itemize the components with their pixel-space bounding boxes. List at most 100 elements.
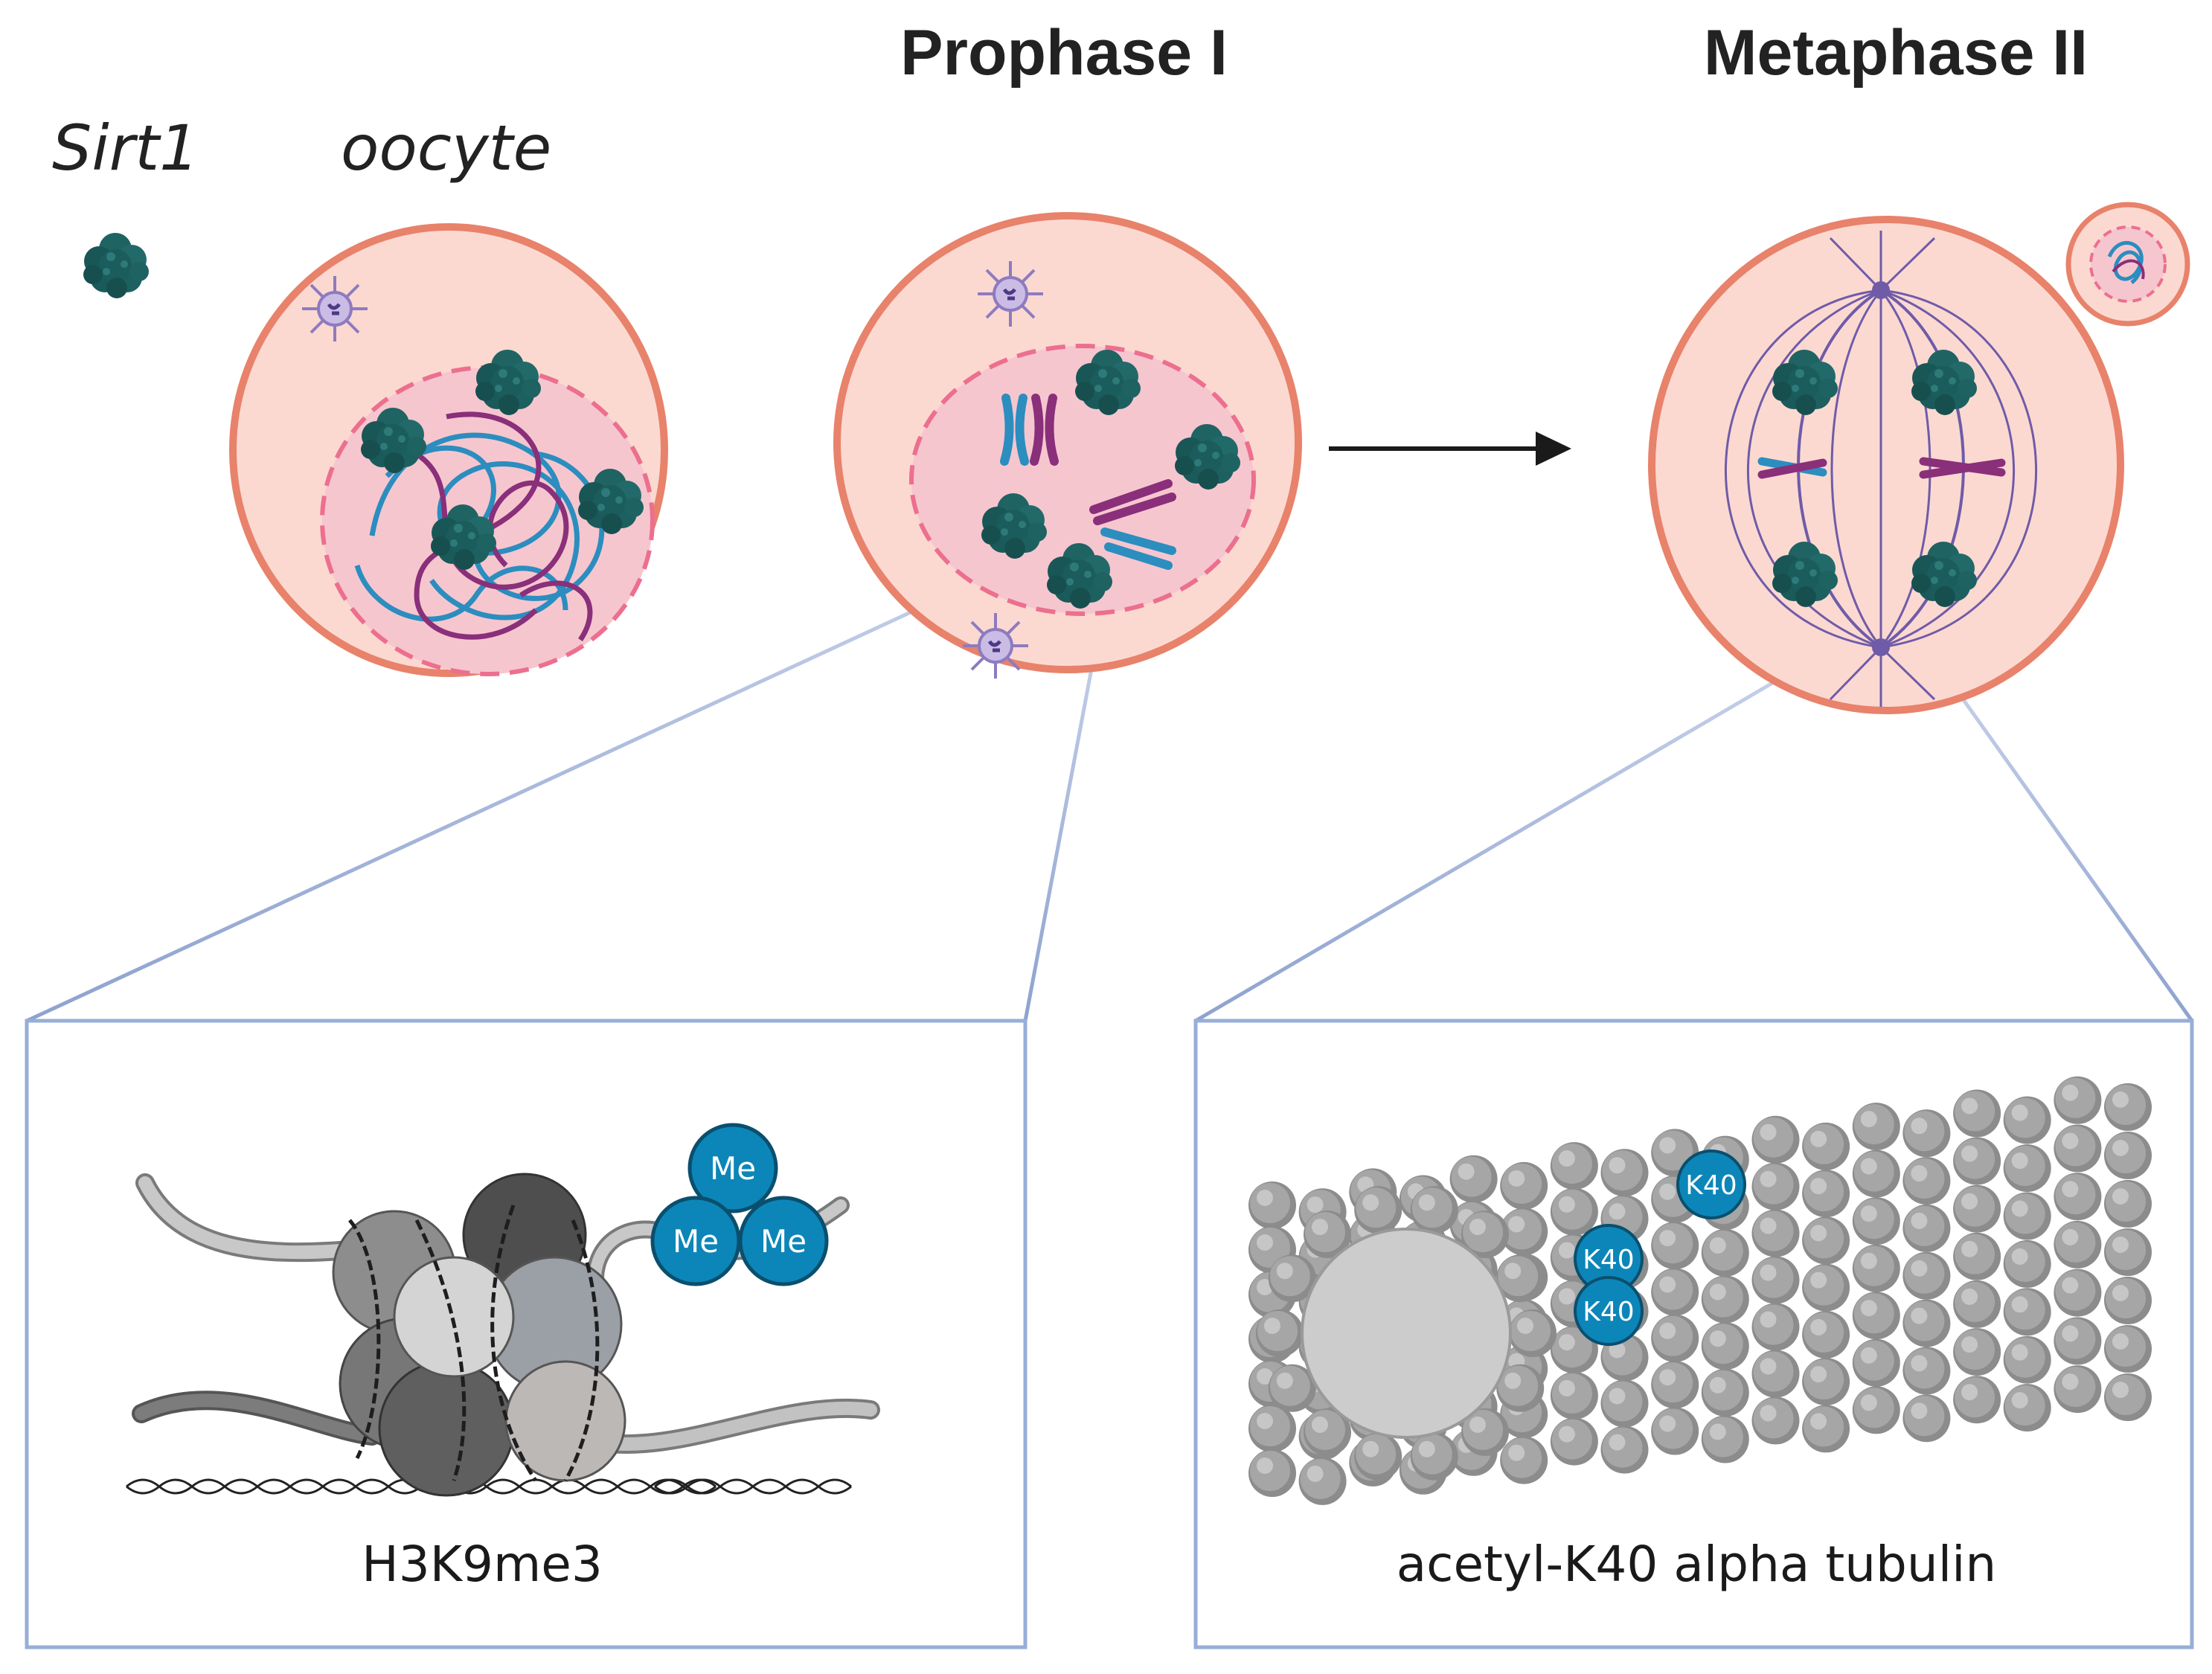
spindle: [1725, 231, 2037, 707]
methyl-mark: [687, 1123, 778, 1213]
histone-caption: H3K9me3: [362, 1536, 603, 1593]
tubulin-subunit: [1354, 1186, 1402, 1234]
tubulin-subunit: [1248, 1405, 1296, 1452]
tubulin-subunit: [1500, 1436, 1548, 1484]
methyl-mark-cluster: Me Me Me: [650, 1123, 829, 1286]
tubulin-subunit: [1902, 1299, 1951, 1347]
tubulin-subunit: [1953, 1280, 2001, 1328]
chromosome-pair-2: [1089, 479, 1176, 570]
tubulin-subunit: [2104, 1373, 2152, 1421]
tubulin-subunit: [1701, 1275, 1749, 1324]
tubulin-subunit: [2104, 1228, 2152, 1276]
tubulin-subunit: [1852, 1292, 1900, 1340]
tubulin-caption: acetyl-K40 alpha tubulin: [1397, 1536, 1997, 1593]
nucleosome-icon: [125, 1173, 880, 1497]
tubulin-subunit: [1651, 1314, 1699, 1362]
tubulin-subunit: [1852, 1244, 1900, 1292]
tubulin-subunit: [1600, 1426, 1649, 1474]
tubulin-subunit: [1550, 1371, 1598, 1420]
stage-prophase-label: Prophase I: [900, 17, 1228, 89]
tubulin-subunit: [2003, 1335, 2051, 1384]
tubulin-subunit: [1852, 1103, 1900, 1151]
tubulin-subunit: [1802, 1405, 1850, 1453]
tubulin-subunit: [2054, 1269, 2102, 1317]
tubulin-subunit: [1902, 1347, 1951, 1395]
metaphase-cell: [1648, 216, 2124, 714]
tubulin-subunit: [1953, 1328, 2001, 1376]
tubulin-subunit: [1248, 1181, 1296, 1229]
tubulin-subunit: [2003, 1096, 2051, 1144]
tubulin-subunit: [2003, 1240, 2051, 1288]
tubulin-subunit: [1751, 1396, 1800, 1445]
tubulin-subunit: [2104, 1180, 2152, 1228]
tubulin-subunit: [1953, 1089, 2001, 1138]
tubulin-subunit: [1802, 1170, 1850, 1218]
arrow-right-icon: [1329, 432, 1571, 466]
cell-label: oocyte: [341, 112, 551, 185]
tubulin-subunit: [2003, 1288, 2051, 1336]
tubulin-subunit: [1852, 1197, 1900, 1245]
acetyl-site-label: K40: [1583, 1297, 1634, 1327]
tubulin-subunit: [1651, 1222, 1699, 1270]
tubulin-subunit: [1701, 1415, 1749, 1463]
tubulin-subunit: [1354, 1432, 1402, 1481]
tubulin-subunit: [1550, 1417, 1598, 1466]
stage-metaphase-label: Metaphase II: [1704, 17, 2088, 89]
tubulin-subunit: [1410, 1186, 1458, 1234]
tubulin-subunit: [1751, 1350, 1800, 1398]
tubulin-subunit: [1852, 1149, 1900, 1198]
tubulin-subunit: [2104, 1083, 2152, 1131]
acetyl-site: [1574, 1276, 1644, 1346]
tubulin-subunit: [1802, 1310, 1850, 1359]
prophase-cell: [833, 212, 1302, 679]
tubulin-subunit: [1600, 1149, 1649, 1197]
tubulin-subunit: [2054, 1076, 2102, 1124]
tubulin-subunit: [1802, 1216, 1850, 1265]
tubulin-subunit: [1902, 1251, 1951, 1300]
tubulin-subunit: [1651, 1268, 1699, 1316]
methyl-mark-label: Me: [760, 1223, 807, 1260]
tubulin-subunit: [1550, 1142, 1598, 1190]
centrosome-icon: [978, 261, 1043, 327]
tubulin-subunit: [1953, 1376, 2001, 1424]
tubulin-subunit: [1953, 1232, 2001, 1280]
tubulin-subunit: [1509, 1309, 1557, 1357]
tubulin-subunit: [1651, 1407, 1699, 1455]
tubulin-subunit: [1751, 1115, 1800, 1164]
metaphase-chromosome-right: [1919, 457, 2006, 479]
metaphase-chromosome-left: [1757, 457, 1827, 479]
tubulin-subunit: [2104, 1325, 2152, 1373]
tubulin-subunit: [1701, 1322, 1749, 1370]
acetyl-site-label: K40: [1685, 1170, 1737, 1201]
tubulin-subunit: [1256, 1309, 1304, 1357]
tubulin-subunit: [1600, 1379, 1649, 1428]
tubulin-subunit: [2054, 1124, 2102, 1173]
tubulin-subunit: [1651, 1361, 1699, 1409]
tubulin-subunit: [1852, 1386, 1900, 1434]
tubulin-subunit: [2054, 1317, 2102, 1365]
tubulin-subunit: [2003, 1192, 2051, 1240]
zoom-lines: [25, 541, 2194, 1023]
tubulin-subunit: [1902, 1109, 1951, 1158]
tubulin-subunit: [1550, 1187, 1598, 1236]
tubulin-subunit: [1902, 1394, 1951, 1443]
chromosome-pair-1: [1000, 394, 1059, 466]
methyl-mark-label: Me: [673, 1223, 719, 1260]
gene-label: Sirt1: [52, 112, 199, 185]
centrosome-icon: [963, 613, 1028, 679]
tubulin-subunit: [1802, 1122, 1850, 1170]
tubulin-subunit: [2104, 1132, 2152, 1179]
tubulin-subunit: [2054, 1173, 2102, 1221]
tubulin-subunit: [1751, 1209, 1800, 1257]
tubulin-subunit: [1701, 1368, 1749, 1417]
tubulin-subunit: [1500, 1161, 1548, 1210]
acetyl-site: [1676, 1149, 1746, 1219]
tubulin-subunit: [1701, 1228, 1749, 1277]
tubulin-subunit: [1953, 1184, 2001, 1233]
acetyl-site-label: K40: [1583, 1245, 1634, 1275]
acetyl-site-cluster: K40 K40 K40: [1574, 1149, 1746, 1346]
tubulin-subunit: [1802, 1358, 1850, 1406]
centrosome-icon: [302, 276, 368, 341]
tubulin-subunit: [2003, 1384, 2051, 1432]
